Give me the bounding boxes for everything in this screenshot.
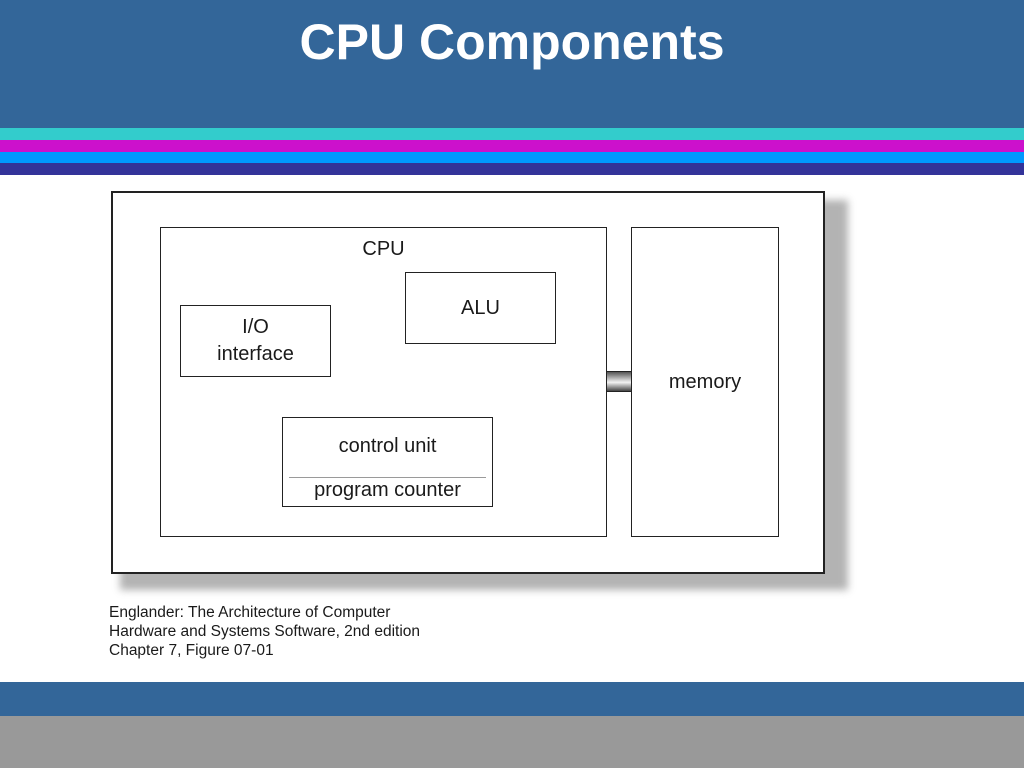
program-counter-label: program counter xyxy=(314,479,461,501)
caption-line-2: Hardware and Systems Software, 2nd editi… xyxy=(109,623,421,640)
control-unit-label: control unit xyxy=(338,435,437,457)
decorative-stripe-teal xyxy=(0,128,1024,140)
slide-title: CPU Components xyxy=(299,14,725,70)
caption-line-1: Englander: The Architecture of Computer xyxy=(109,604,391,621)
bus-connector xyxy=(606,371,632,392)
cpu-label: CPU xyxy=(362,238,405,260)
control-unit-divider xyxy=(289,477,486,478)
memory-box: memory xyxy=(631,227,779,537)
slide-footer-bar xyxy=(0,682,1024,716)
slide-header: CPU Components xyxy=(0,0,1024,128)
alu-label: ALU xyxy=(461,296,500,319)
figure-caption: Englander: The Architecture of Computer … xyxy=(109,603,529,660)
alu-box: ALU xyxy=(405,272,556,344)
decorative-stripe-blue xyxy=(0,152,1024,163)
decorative-stripe-magenta xyxy=(0,140,1024,152)
io-interface-box: I/O interface xyxy=(180,305,331,377)
control-unit-box: control unit program counter xyxy=(282,417,493,507)
memory-label: memory xyxy=(668,370,742,393)
slide-footer-gray xyxy=(0,716,1024,768)
decorative-stripe-navy xyxy=(0,163,1024,175)
io-interface-label: I/O interface xyxy=(217,316,294,365)
caption-line-3: Chapter 7, Figure 07-01 xyxy=(109,642,274,659)
